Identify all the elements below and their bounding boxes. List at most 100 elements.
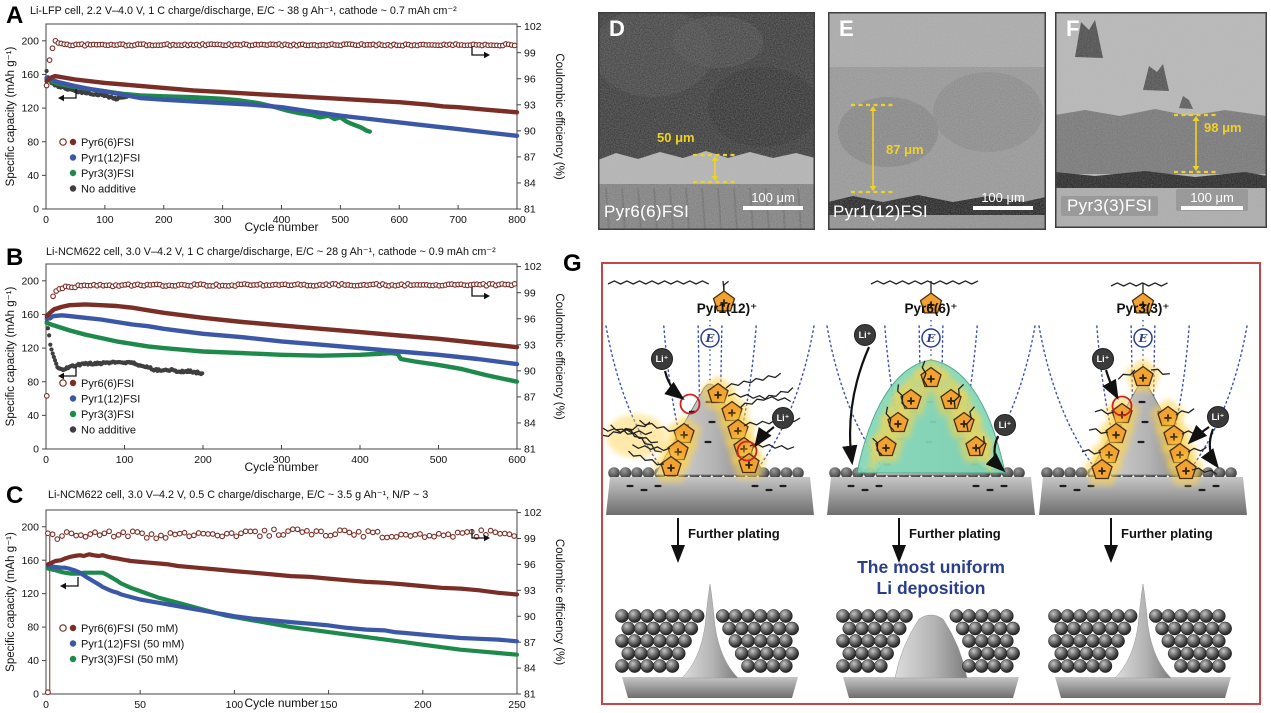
- thickness-measurement: [851, 103, 895, 194]
- cation-label-pyr66: Pyr6(6)⁺: [904, 301, 958, 316]
- svg-text:0: 0: [33, 204, 39, 216]
- svg-text:Cycle number: Cycle number: [244, 696, 318, 710]
- svg-text:Pyr3(3)FSI (50 mM): Pyr3(3)FSI (50 mM): [81, 654, 178, 666]
- further-plating-label-3: Further plating: [1121, 526, 1213, 541]
- svg-text:Li⁺: Li⁺: [1212, 412, 1225, 422]
- scale-bar-line: [973, 206, 1033, 210]
- svg-text:200: 200: [194, 454, 212, 466]
- svg-text:96: 96: [524, 73, 536, 85]
- svg-text:0: 0: [43, 454, 49, 466]
- svg-text:Pyr1(12)FSI: Pyr1(12)FSI: [81, 152, 140, 164]
- svg-text:Coulombic efficiency (%): Coulombic efficiency (%): [553, 53, 565, 180]
- svg-text:120: 120: [21, 343, 39, 355]
- svg-text:40: 40: [27, 170, 39, 182]
- schematic-diagram: ELi⁺Li⁺ELi⁺Li⁺ELi⁺Li⁺: [603, 280, 1248, 698]
- series-pyr3-3-fsi: [44, 320, 520, 384]
- thickness-measurement: [1174, 113, 1218, 174]
- panel-label-b: B: [6, 244, 24, 271]
- svg-text:102: 102: [524, 507, 542, 519]
- svg-text:200: 200: [414, 699, 432, 711]
- svg-text:No additive: No additive: [81, 183, 136, 195]
- svg-text:160: 160: [21, 309, 39, 321]
- panel-label-f: F: [1066, 16, 1080, 41]
- svg-text:Li⁺: Li⁺: [1097, 354, 1110, 364]
- svg-text:200: 200: [21, 35, 39, 47]
- cycling-chart-C: Li-NCM622 cell, 3.0 V–4.2 V, 0.5 C charg…: [5, 489, 565, 711]
- svg-text:160: 160: [21, 69, 39, 81]
- svg-text:100: 100: [96, 214, 114, 226]
- svg-text:0: 0: [33, 444, 39, 456]
- svg-text:81: 81: [524, 204, 536, 216]
- svg-text:200: 200: [155, 214, 173, 226]
- panel-label-d: D: [609, 16, 625, 41]
- svg-text:90: 90: [524, 611, 536, 623]
- sem-image-e: [828, 12, 1046, 230]
- svg-text:Specific capacity (mAh g⁻¹): Specific capacity (mAh g⁻¹): [5, 532, 17, 672]
- svg-text:E: E: [926, 331, 936, 345]
- svg-text:50: 50: [134, 699, 146, 711]
- svg-text:Li-NCM622 cell, 3.0 V–4.2 V, 1: Li-NCM622 cell, 3.0 V–4.2 V, 1 C charge/…: [46, 246, 496, 258]
- series-pyr1-12-fsi: [44, 75, 520, 138]
- svg-text:No additive: No additive: [81, 424, 136, 436]
- svg-text:Specific capacity (mAh g⁻¹): Specific capacity (mAh g⁻¹): [5, 47, 17, 187]
- svg-text:Cycle number: Cycle number: [244, 460, 318, 474]
- svg-text:Li-LFP cell, 2.2 V–4.0 V, 1 C: Li-LFP cell, 2.2 V–4.0 V, 1 C charge/dis…: [30, 5, 457, 17]
- schematic-column-long: ELi⁺Li⁺: [603, 280, 815, 563]
- scale-bar-e: 100 μm: [973, 190, 1033, 210]
- svg-text:160: 160: [21, 555, 39, 567]
- svg-text:120: 120: [21, 103, 39, 115]
- svg-text:87: 87: [524, 391, 536, 403]
- svg-text:Coulombic efficiency (%): Coulombic efficiency (%): [553, 539, 565, 666]
- svg-text:80: 80: [27, 136, 39, 148]
- svg-text:84: 84: [524, 178, 536, 190]
- svg-text:Li⁺: Li⁺: [999, 420, 1012, 430]
- svg-text:96: 96: [524, 559, 536, 571]
- cation-label-pyr112: Pyr1(12)⁺: [696, 301, 758, 316]
- svg-text:Pyr6(6)FSI (50 mM): Pyr6(6)FSI (50 mM): [81, 623, 178, 635]
- svg-text:300: 300: [214, 214, 232, 226]
- series-ce-pyr6-6-fsi-50-mm-: [45, 526, 518, 542]
- svg-text:100: 100: [116, 454, 134, 466]
- svg-text:90: 90: [524, 365, 536, 377]
- panel-label-e: E: [839, 16, 854, 41]
- svg-text:80: 80: [27, 376, 39, 388]
- svg-text:102: 102: [524, 261, 542, 273]
- svg-text:96: 96: [524, 313, 536, 325]
- cation-structure: [1110, 282, 1168, 314]
- svg-text:250: 250: [508, 699, 526, 711]
- adsorbed-cations: Li⁺Li⁺: [842, 324, 1016, 474]
- further-plating-label-2: Further plating: [909, 526, 1001, 541]
- series-pyr6-6-fsi: [44, 302, 520, 350]
- scale-bar-label: 100 μm: [981, 190, 1025, 205]
- svg-text:Li⁺: Li⁺: [777, 413, 790, 423]
- series-ce-pyr6-6-fsi: [43, 37, 518, 89]
- svg-text:Pyr6(6)FSI: Pyr6(6)FSI: [81, 378, 134, 390]
- svg-text:93: 93: [524, 99, 536, 111]
- svg-text:E: E: [705, 331, 715, 345]
- svg-text:200: 200: [21, 521, 39, 533]
- svg-text:300: 300: [273, 454, 291, 466]
- cation-label-pyr33: Pyr3(3)⁺: [1116, 301, 1170, 316]
- scale-bar-line: [1181, 206, 1243, 210]
- svg-text:93: 93: [524, 585, 536, 597]
- svg-text:100: 100: [226, 699, 244, 711]
- panel-label-a: A: [6, 2, 24, 29]
- scale-bar-label: 100 μm: [751, 190, 795, 205]
- svg-text:0: 0: [33, 689, 39, 701]
- schematic-column-short: ELi⁺Li⁺: [1038, 282, 1248, 563]
- svg-text:Pyr3(3)FSI: Pyr3(3)FSI: [81, 409, 134, 421]
- svg-text:500: 500: [332, 214, 350, 226]
- svg-text:Pyr1(12)FSI (50 mM): Pyr1(12)FSI (50 mM): [81, 638, 184, 650]
- svg-text:Specific capacity (mAh g⁻¹): Specific capacity (mAh g⁻¹): [5, 287, 17, 427]
- caption-line-1: The most uniform: [857, 557, 1005, 577]
- series-ce-pyr6-6-fsi: [43, 280, 518, 399]
- svg-text:500: 500: [430, 454, 448, 466]
- scale-bar-label: 100 μm: [1190, 190, 1234, 205]
- svg-text:400: 400: [351, 454, 369, 466]
- svg-text:600: 600: [390, 214, 408, 226]
- scale-bar-line: [743, 206, 803, 210]
- series-pyr3-3-fsi: [44, 77, 372, 134]
- svg-text:120: 120: [21, 588, 39, 600]
